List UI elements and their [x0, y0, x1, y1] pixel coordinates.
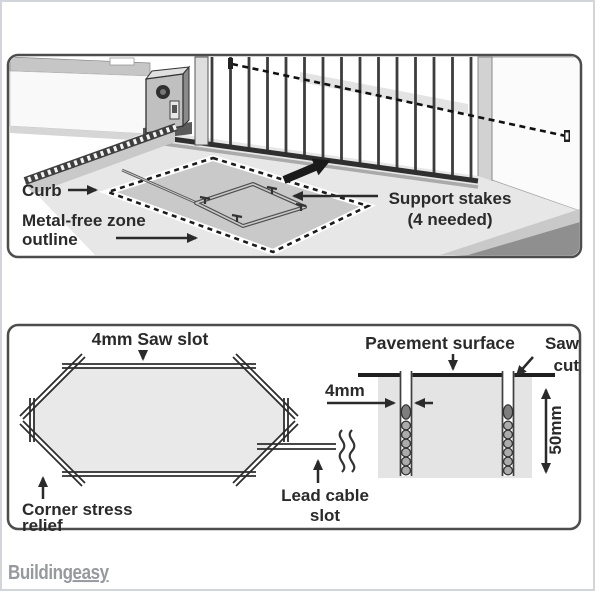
support-stakes — [199, 185, 307, 222]
metal-free-zone-label-line1: Metal-free zone — [22, 211, 146, 230]
top-panel-labels: Curb Metal-free zone outline Support sta… — [22, 181, 511, 249]
saw-cut-label-line2: cut — [554, 356, 580, 375]
saw-slot-label: 4mm Saw slot — [92, 329, 209, 349]
metal-free-zone-label-line2: outline — [22, 230, 78, 249]
slot-width-label: 4mm — [325, 381, 365, 400]
direction-arrow-icon — [282, 158, 331, 184]
slot-cross-section — [358, 371, 555, 478]
wall-cap-detail — [109, 57, 135, 66]
slot-depth-label: 50mm — [546, 405, 565, 454]
loop-area-fill — [34, 368, 284, 472]
wire-loop — [194, 182, 307, 228]
brand-logo: Buildingeasy — [8, 561, 110, 584]
gate-bars — [210, 57, 473, 181]
slot-walls — [399, 371, 515, 476]
slot-plan-view — [19, 353, 555, 487]
top-panel: Curb Metal-free zone outline Support sta… — [6, 53, 583, 259]
loop-wires — [400, 404, 514, 476]
saw-slot-outline — [19, 353, 299, 487]
saw-cut-label-line1: Saw — [545, 334, 580, 353]
gate-scene — [9, 56, 580, 256]
saw-cut-arrow — [515, 356, 534, 377]
gate-leading-post — [194, 56, 209, 146]
loop-cable — [121, 168, 198, 205]
support-stakes-label-line1: Support stakes — [389, 189, 512, 208]
support-stakes-label-line2: (4 needed) — [407, 210, 492, 229]
lead-cable-label-line2: slot — [310, 506, 341, 525]
bottom-panel-labels: 4mm Saw slot Pavement surface Saw cut 4m… — [22, 329, 580, 535]
cable-break-icon — [338, 429, 356, 473]
photo-beam — [228, 58, 570, 142]
lead-cable-slot-lines — [257, 443, 336, 450]
lead-cable-label-line1: Lead cable — [281, 486, 369, 505]
right-curb-wedges — [440, 209, 580, 256]
curb-label: Curb — [22, 181, 62, 200]
corner-stress-label-line1: Corner stress — [22, 500, 133, 519]
curb-strip — [23, 123, 178, 194]
pavement-surface-label: Pavement surface — [365, 333, 515, 353]
left-wall — [9, 56, 151, 141]
logo-text: Buildingeasy — [8, 561, 110, 584]
bottom-panel: 4mm Saw slot Pavement surface Saw cut 4m… — [6, 323, 582, 535]
beam-sender-icon — [228, 58, 233, 69]
corner-stress-label-line2: relief — [22, 516, 63, 535]
